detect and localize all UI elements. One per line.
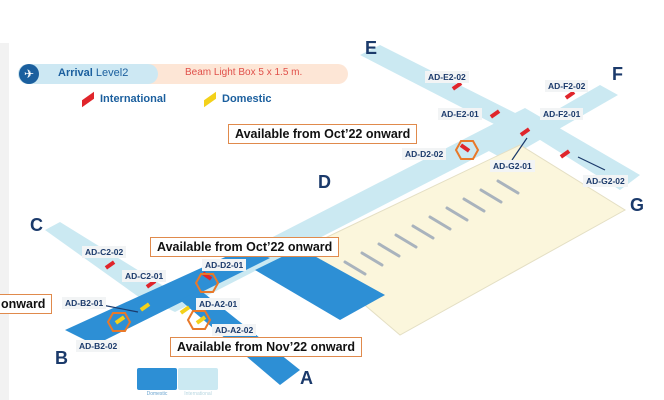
international-swatch-icon bbox=[82, 91, 94, 107]
concourse-e-letter: E bbox=[365, 38, 378, 58]
concourse-g-letter: G bbox=[630, 195, 645, 215]
location-ad-e2-02: AD-E2-02 bbox=[425, 71, 469, 83]
left-edge-bar bbox=[0, 43, 9, 400]
airplane-arrival-icon: ✈ bbox=[19, 64, 39, 84]
location-ad-d2-02: AD-D2-02 bbox=[402, 148, 447, 160]
location-ad-e2-01: AD-E2-01 bbox=[438, 108, 482, 120]
terminal-building bbox=[299, 144, 626, 336]
legend-international-label: International bbox=[100, 93, 167, 105]
concourse-b-letter: B bbox=[55, 348, 68, 368]
concourse-e-pier bbox=[360, 45, 545, 140]
location-ad-d2-01: AD-D2-01 bbox=[202, 259, 247, 271]
bottom-legend-international-label: International bbox=[184, 391, 212, 397]
availability-callout-left: onward bbox=[0, 294, 53, 314]
location-ad-a2-02: AD-A2-02 bbox=[212, 324, 257, 336]
arrival-bold: Arrival bbox=[58, 67, 93, 79]
location-ad-g2-02: AD-G2-02 bbox=[583, 175, 628, 187]
bottom-legend-international-swatch bbox=[178, 368, 218, 390]
location-ad-c2-01: AD-C2-01 bbox=[122, 270, 167, 282]
concourse-c-pier bbox=[45, 222, 170, 305]
availability-callout-oct22-top: Available from Oct’22 onward bbox=[228, 124, 418, 144]
location-ad-a2-01: AD-A2-01 bbox=[196, 298, 241, 310]
domestic-swatch-icon bbox=[204, 91, 216, 107]
arrival-level: Level2 bbox=[95, 67, 129, 79]
location-ad-f2-02: AD-F2-02 bbox=[545, 80, 589, 92]
concourse-d-letter: D bbox=[318, 172, 331, 192]
domestic-hall bbox=[255, 248, 385, 320]
legend-domestic-label: Domestic bbox=[222, 93, 272, 105]
arrival-level-label: Arrival Level2 bbox=[58, 67, 128, 79]
legend-domestic: Domestic bbox=[204, 91, 272, 107]
highlight-hexagons bbox=[106, 140, 480, 332]
location-ad-f2-01: AD-F2-01 bbox=[540, 108, 584, 120]
concourse-f-pier bbox=[487, 85, 618, 160]
concourse-f-letter: F bbox=[612, 64, 623, 84]
location-ad-b2-01: AD-B2-01 bbox=[62, 297, 107, 309]
availability-callout-oct22-mid: Available from Oct’22 onward bbox=[150, 237, 340, 257]
domestic-boxes bbox=[114, 302, 207, 325]
location-ad-b2-02: AD-B2-02 bbox=[76, 340, 121, 352]
bottom-legend-domestic-swatch bbox=[137, 368, 177, 390]
availability-callout-nov22: Available from Nov’22 onward bbox=[170, 337, 363, 357]
concourse-g-pier bbox=[505, 108, 640, 190]
concourse-c-letter: C bbox=[30, 215, 43, 235]
legend-international: International bbox=[82, 91, 167, 107]
location-ad-g2-01: AD-G2-01 bbox=[490, 160, 535, 172]
beam-light-box-label: Beam Light Box 5 x 1.5 m. bbox=[185, 67, 303, 78]
pointer-arrows bbox=[101, 137, 606, 313]
level-banner-arrival-part bbox=[18, 64, 158, 84]
bottom-legend-domestic-label: Domestic bbox=[146, 391, 168, 397]
check-in-rows bbox=[343, 179, 520, 276]
location-ad-c2-02: AD-C2-02 bbox=[82, 246, 127, 258]
concourse-a-letter: A bbox=[300, 368, 313, 388]
